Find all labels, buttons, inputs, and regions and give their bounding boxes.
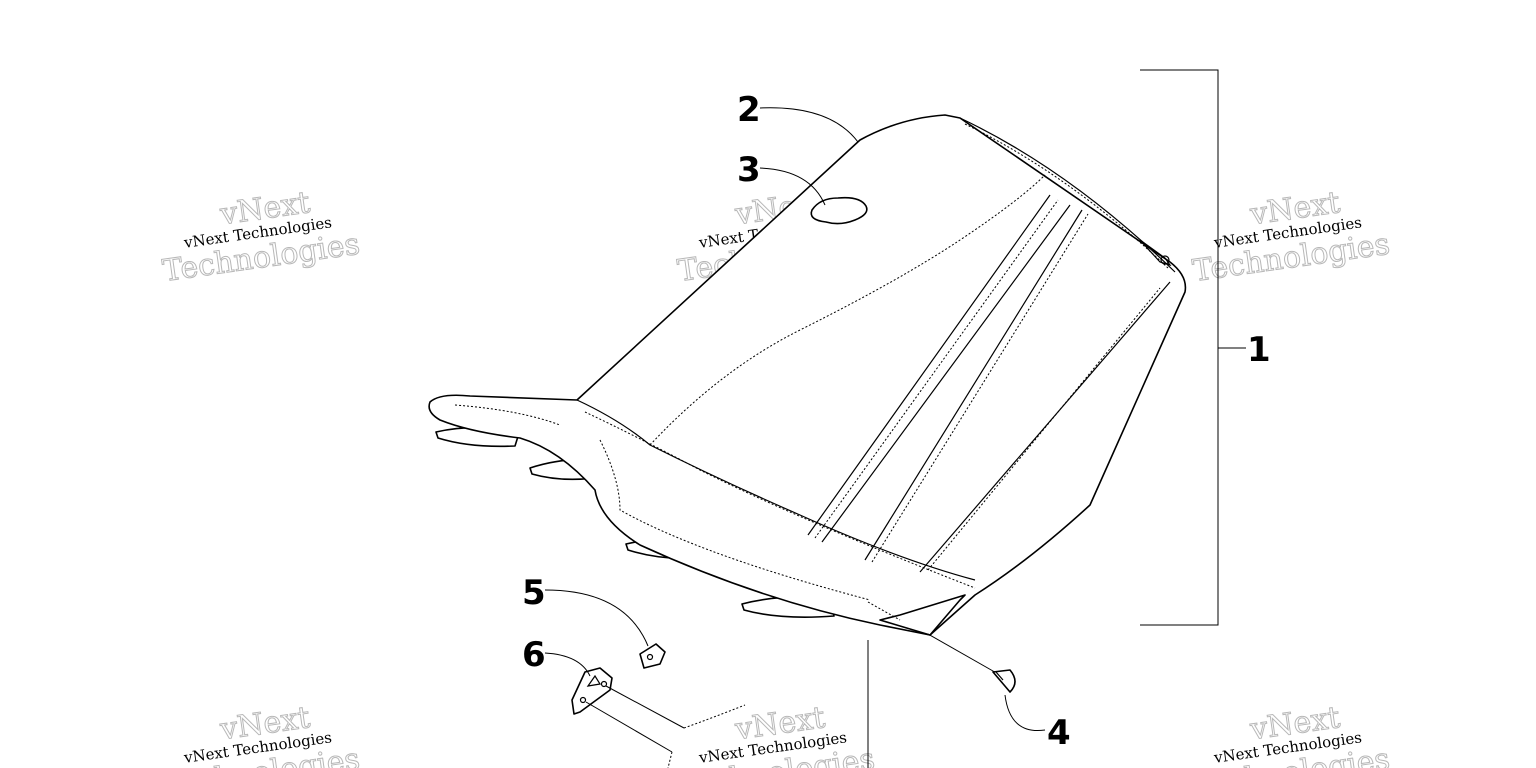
- callout-4: 4: [1047, 713, 1071, 753]
- watermark-left-bottom: vNext vNext Technologies Technologies: [160, 700, 362, 768]
- seat-cover: [428, 114, 1187, 636]
- leader-2: [759, 107, 859, 143]
- callout-3: 3: [737, 150, 761, 190]
- leader-5: [544, 589, 649, 647]
- watermark-right-top: vNext vNext Technologies Technologies: [1190, 185, 1392, 290]
- foam-patch: [810, 196, 868, 225]
- callout-1: 1: [1247, 330, 1271, 370]
- leader-4: [1004, 694, 1046, 732]
- leader-6: [544, 652, 591, 677]
- leader-3: [759, 167, 826, 206]
- screw: [927, 633, 1016, 693]
- watermark-right-bottom: vNext vNext Technologies Technologies: [1190, 700, 1392, 768]
- callout-2: 2: [737, 90, 761, 130]
- callout-6: 6: [522, 635, 546, 675]
- callout-5: 5: [522, 573, 546, 613]
- clip: [639, 643, 666, 669]
- watermark-left-top: vNext vNext Technologies Technologies: [160, 185, 362, 290]
- watermark-center-bottom: vNext vNext Technologies Technologies: [675, 700, 877, 768]
